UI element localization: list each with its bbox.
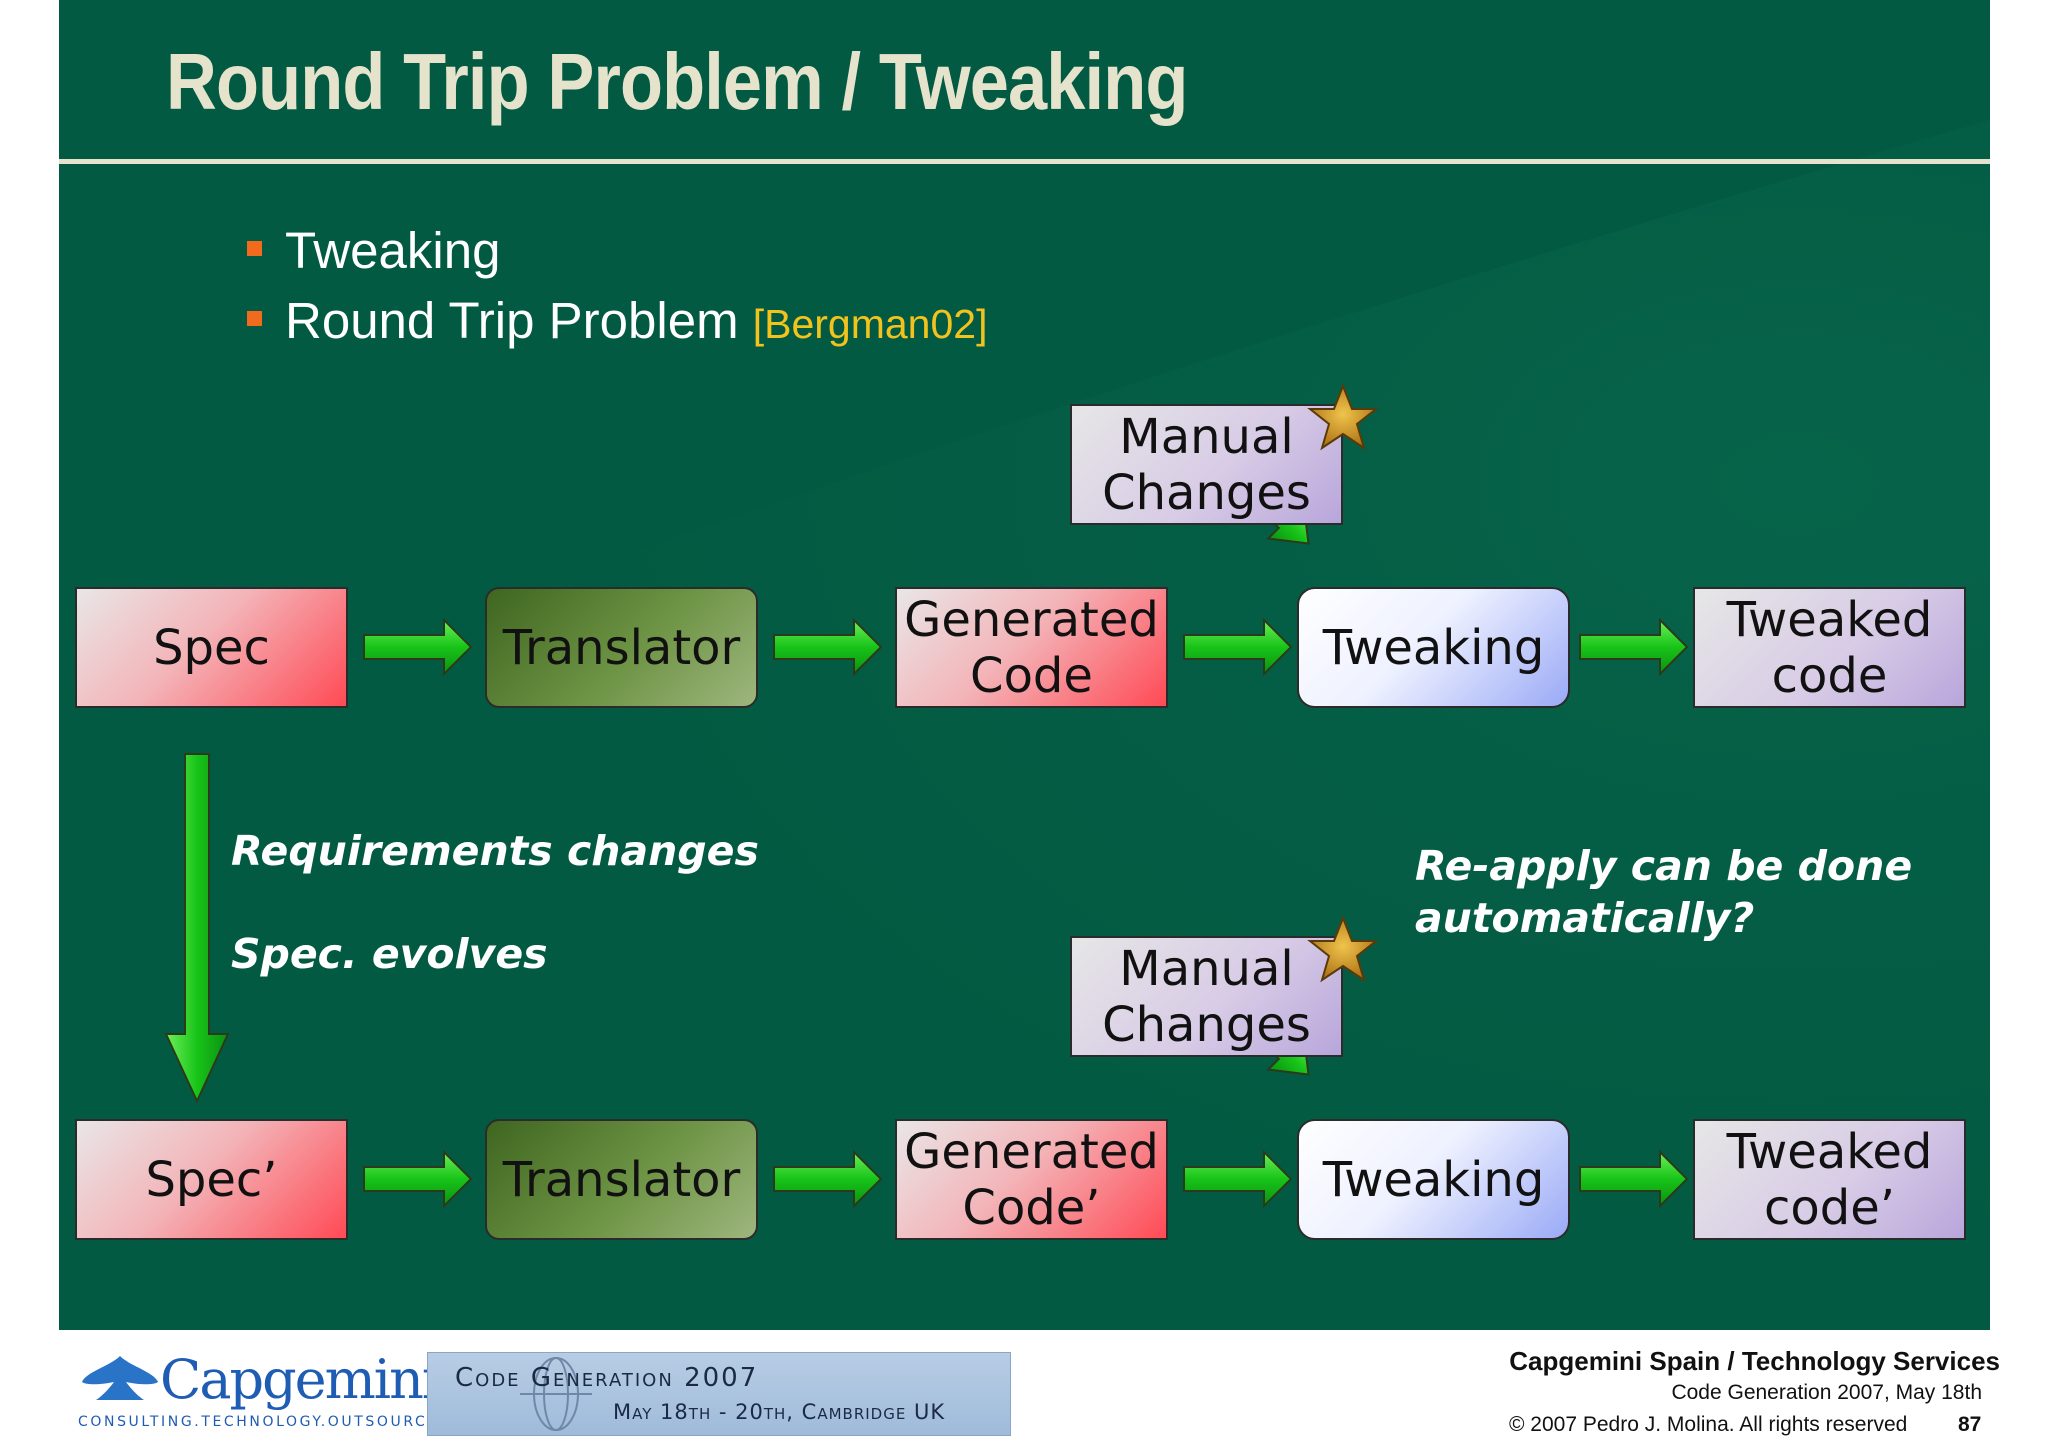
tweaked-code-box: Tweaked code [1693, 587, 1966, 708]
manual-changes-box: Manual Changes [1070, 936, 1343, 1057]
spec-prime-box: Spec’ [75, 1119, 348, 1240]
bullet-text: Tweaking [285, 222, 501, 279]
reapply-question-line2: automatically? [1415, 894, 1755, 942]
footer-event: Code Generation 2007, May 18th [1671, 1381, 1982, 1404]
translator-label: Translator [502, 619, 741, 676]
arrow-translator-to-generated [773, 617, 883, 677]
translator-box: Translator [485, 1119, 758, 1240]
generated-code-prime-box: Generated Code’ [895, 1119, 1168, 1240]
arrow-spec-to-translator [363, 1149, 473, 1209]
spec-box: Spec [75, 587, 348, 708]
arrow-generated-to-tweaking [1183, 617, 1293, 677]
translator-box: Translator [485, 587, 758, 708]
generated-code-label: Generated Code [904, 591, 1159, 704]
bullet-marker [247, 311, 262, 326]
arrow-tweaking-to-tweaked [1579, 617, 1689, 677]
page-number: 87 [1958, 1413, 1982, 1436]
spec-prime-label: Spec’ [145, 1151, 278, 1208]
title-divider [59, 159, 1990, 164]
tweaking-box: Tweaking [1297, 1119, 1570, 1240]
manual-changes-label: Manual Changes [1102, 940, 1311, 1053]
banner-globe-icon [520, 1357, 592, 1431]
arrow-translator-to-generated [773, 1149, 883, 1209]
requirements-changes-note: Requirements changes [231, 827, 759, 875]
manual-changes-box: Manual Changes [1070, 404, 1343, 525]
arrow-spec-to-translator [363, 617, 473, 677]
tweaked-code-prime-label: Tweaked code’ [1726, 1123, 1933, 1236]
spec-label: Spec [153, 619, 270, 676]
spec-evolves-note: Spec. evolves [231, 930, 548, 978]
footer-copyright: © 2007 Pedro J. Molina. All rights reser… [1509, 1413, 1908, 1436]
reapply-question-line1: Re-apply can be done [1415, 842, 1913, 890]
tweaked-code-prime-box: Tweaked code’ [1693, 1119, 1966, 1240]
capgemini-logo: Capgemini [160, 1348, 439, 1411]
code-generation-banner: Code Generation 2007 May 18th - 20th, Ca… [427, 1352, 1011, 1436]
capgemini-spade-icon [82, 1356, 158, 1400]
footer-organization: Capgemini Spain / Technology Services [1509, 1346, 2000, 1376]
tweaked-code-label: Tweaked code [1726, 591, 1933, 704]
manual-changes-label: Manual Changes [1102, 408, 1311, 521]
tweaking-label: Tweaking [1322, 1151, 1545, 1208]
arrow-spec-evolves-down [164, 753, 230, 1104]
bullet-text-with-reference: Round Trip Problem [Bergman02] [285, 291, 987, 350]
translator-label: Translator [502, 1151, 741, 1208]
bullet-text: Round Trip Problem [285, 292, 739, 349]
banner-date: May 18th - 20th, Cambridge UK [613, 1400, 946, 1424]
tweaking-box: Tweaking [1297, 587, 1570, 708]
slide-title: Round Trip Problem / Tweaking [166, 37, 1188, 126]
bullet-marker [247, 241, 262, 256]
arrow-generated-to-tweaking [1183, 1149, 1293, 1209]
background-sheen [59, 120, 1990, 1330]
generated-code-box: Generated Code [895, 587, 1168, 708]
generated-code-prime-label: Generated Code’ [904, 1123, 1159, 1236]
reference-citation: [Bergman02] [752, 301, 988, 347]
tweaking-label: Tweaking [1322, 619, 1545, 676]
arrow-tweaking-to-tweaked [1579, 1149, 1689, 1209]
banner-title: Code Generation 2007 [455, 1363, 759, 1393]
capgemini-tagline: CONSULTING.TECHNOLOGY.OUTSOURCING [78, 1414, 461, 1430]
